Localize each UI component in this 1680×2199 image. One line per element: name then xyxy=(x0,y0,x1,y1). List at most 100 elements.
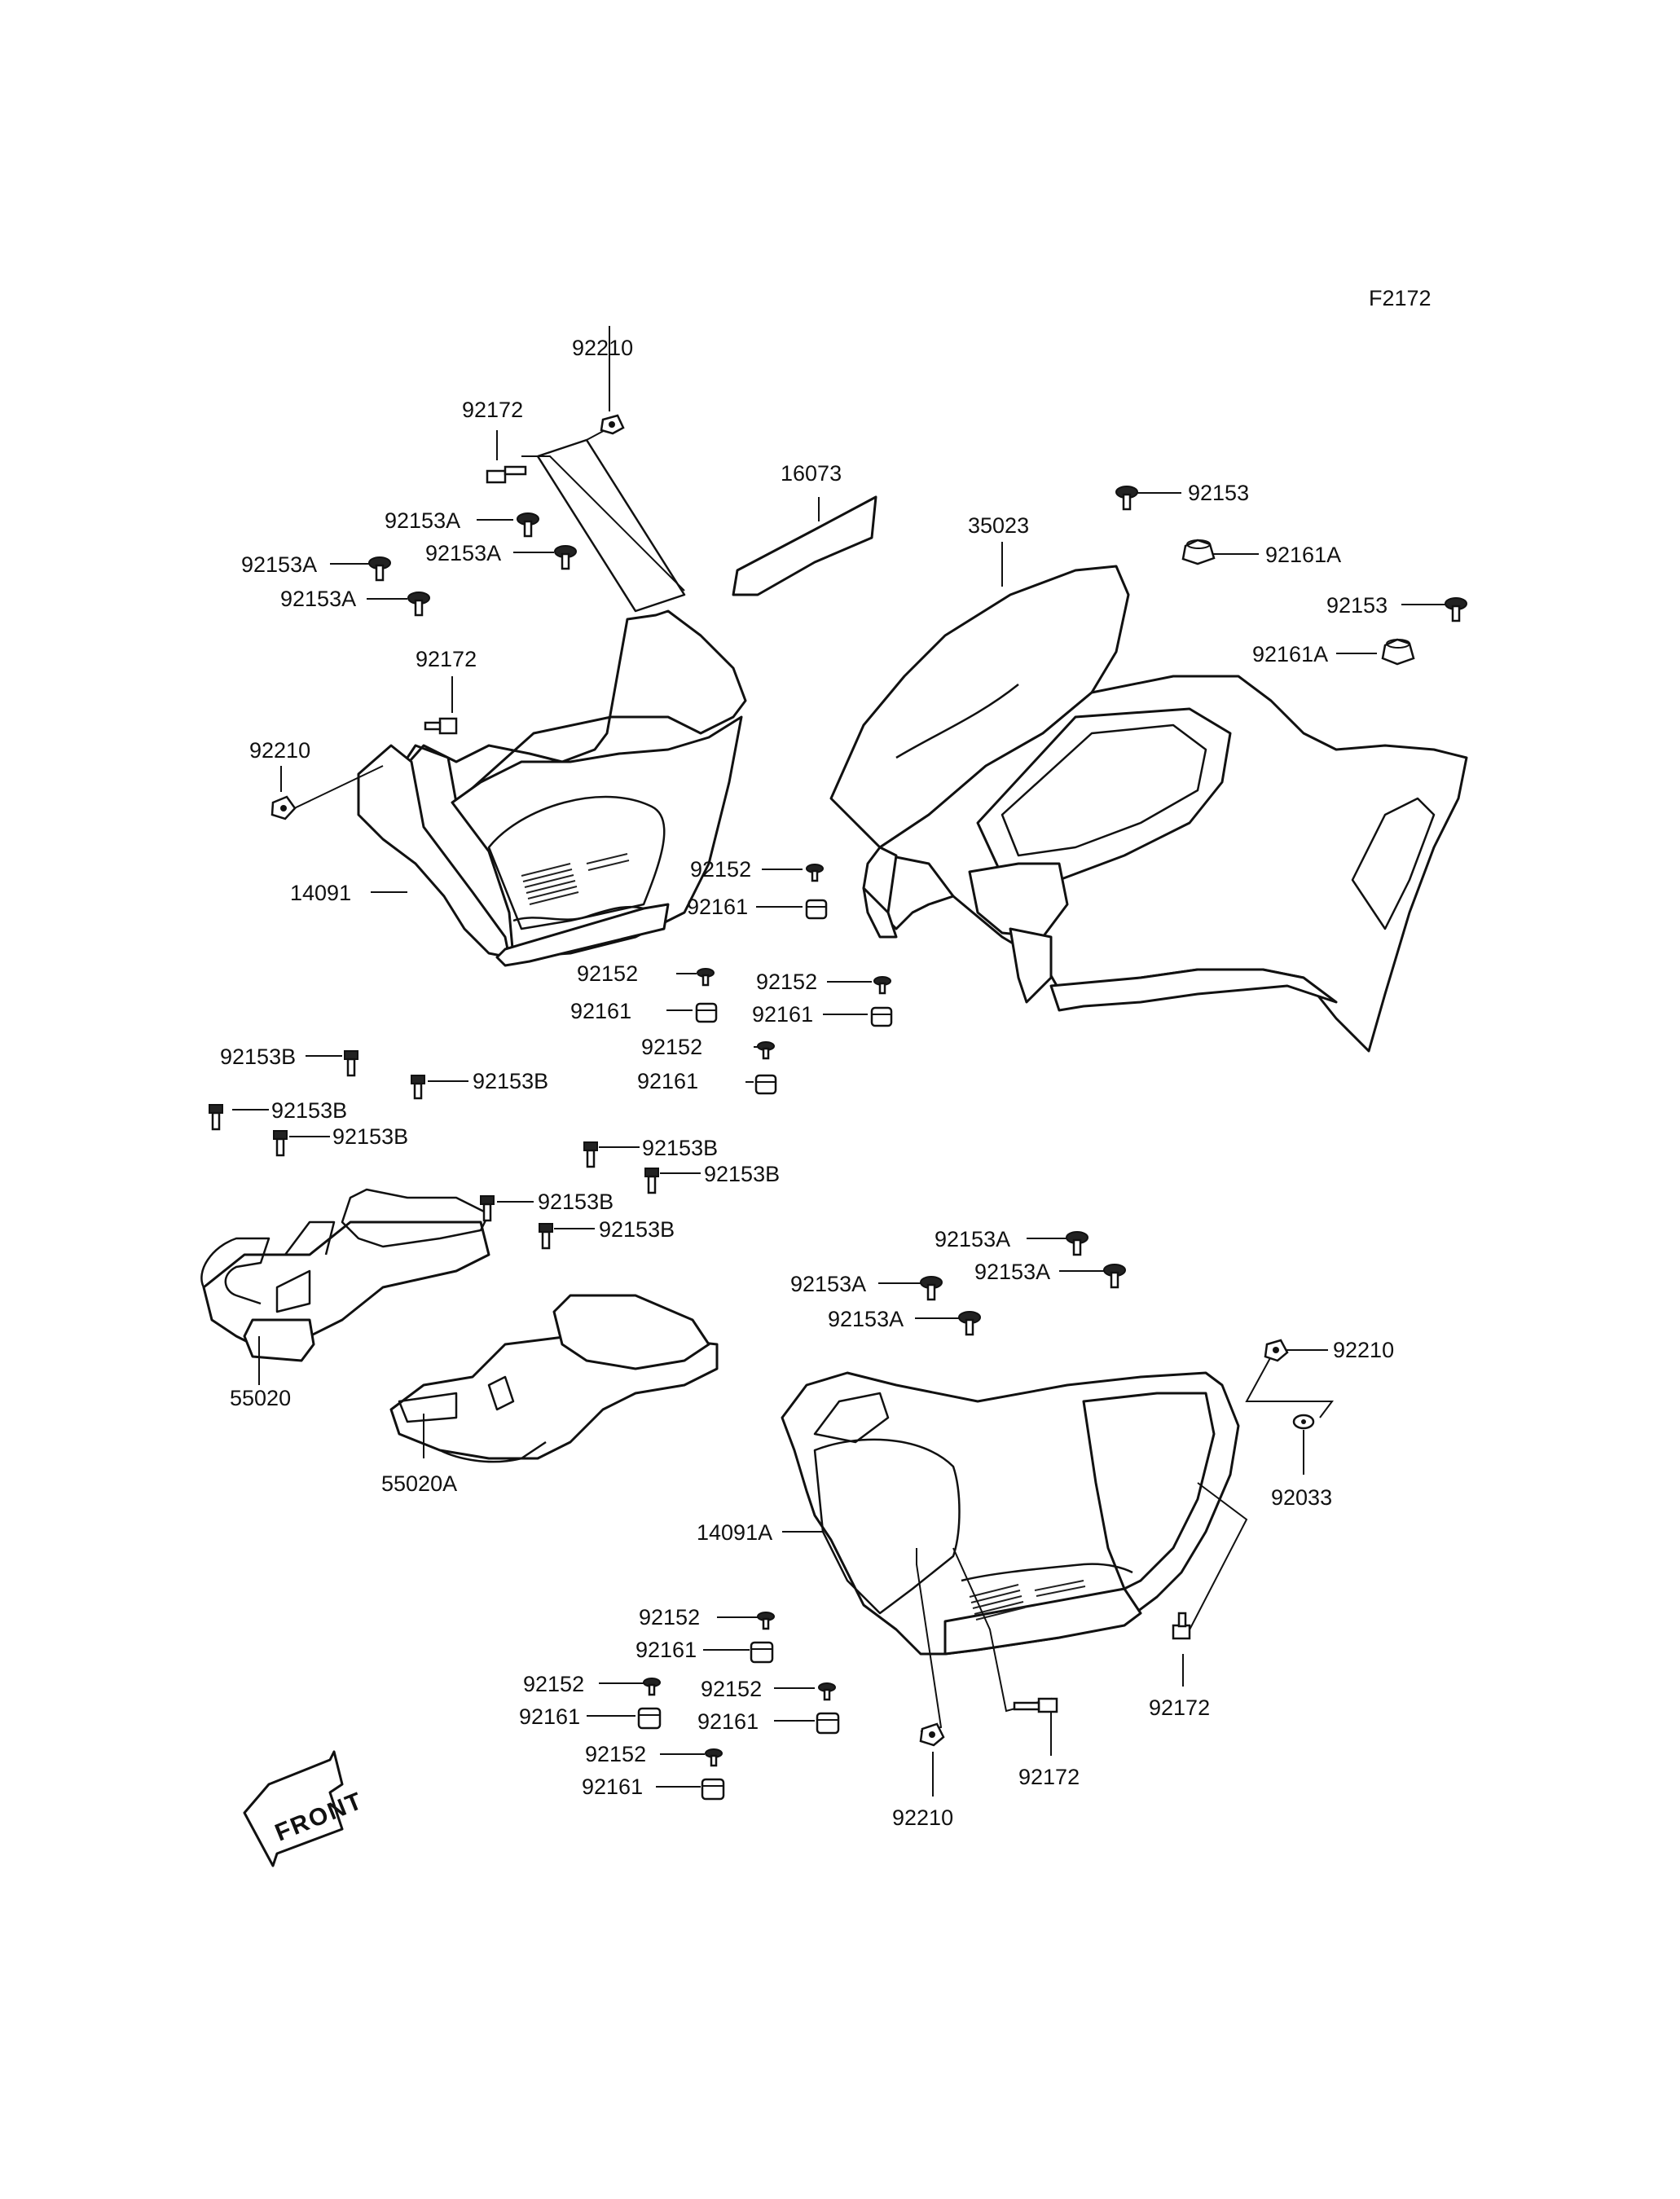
bolt-icon xyxy=(411,1075,425,1100)
part-label: 92153B xyxy=(332,1124,408,1149)
part-label: 92152 xyxy=(701,1677,762,1701)
part-label: 92152 xyxy=(639,1605,700,1629)
bolt-icon xyxy=(209,1104,223,1131)
grommet-icon xyxy=(805,899,828,920)
part-label: 92153A xyxy=(935,1227,1010,1251)
grommet-icon xyxy=(870,1006,893,1027)
part-label: 92153B xyxy=(220,1045,296,1069)
small-screw-icon xyxy=(873,976,891,995)
clip-nut-icon xyxy=(270,795,297,820)
part-label: 92152 xyxy=(523,1672,584,1696)
part-label: 92161 xyxy=(637,1069,698,1093)
footrest-55020 xyxy=(200,1188,490,1362)
part-label: 92161 xyxy=(752,1002,813,1027)
cap-nut-icon xyxy=(1381,638,1415,666)
part-label: 92153A xyxy=(790,1272,866,1296)
grommet-icon xyxy=(754,1074,777,1095)
small-screw-icon xyxy=(697,968,715,987)
clip-nut-icon xyxy=(919,1722,945,1747)
cap-nut-icon xyxy=(1181,539,1216,565)
front-fender-14091 xyxy=(357,609,747,967)
bolt-icon xyxy=(1013,1697,1058,1713)
part-label: 92152 xyxy=(585,1742,646,1766)
screw-icon xyxy=(554,545,577,570)
grommet-icon xyxy=(637,1707,662,1730)
hardware-icons xyxy=(209,414,1467,1801)
part-label: 92152 xyxy=(577,961,638,986)
part-label: 92172 xyxy=(1149,1695,1210,1720)
part-label: 92153B xyxy=(271,1098,347,1123)
part-label: 92152 xyxy=(690,857,751,882)
washer-icon xyxy=(1292,1414,1315,1430)
part-label: 92152 xyxy=(756,970,817,994)
part-label: 14091A xyxy=(697,1520,772,1545)
bolt-icon xyxy=(583,1141,598,1168)
bolt-icon xyxy=(1172,1612,1191,1640)
screw-icon xyxy=(407,592,430,617)
part-label: 92210 xyxy=(892,1805,953,1830)
part-label: 55020 xyxy=(230,1386,291,1410)
part-label: 92153 xyxy=(1188,481,1249,505)
screw-icon xyxy=(920,1276,943,1301)
screw-icon xyxy=(1103,1264,1126,1289)
part-label: 92210 xyxy=(249,738,310,763)
grommet-icon xyxy=(816,1712,840,1735)
screw-icon xyxy=(368,556,391,582)
part-label: 92152 xyxy=(641,1035,702,1059)
part-label: 92033 xyxy=(1271,1485,1332,1510)
screw-icon xyxy=(1115,486,1138,511)
bolt-icon xyxy=(424,717,458,735)
part-label: 92153A xyxy=(974,1260,1050,1284)
part-label: 16073 xyxy=(781,461,842,486)
grommet-icon xyxy=(695,1002,718,1023)
grommet-icon xyxy=(750,1641,774,1664)
part-label: 92153B xyxy=(704,1162,780,1186)
part-label: 92153B xyxy=(473,1069,548,1093)
part-label: 92161A xyxy=(1265,543,1341,567)
part-label: 92161 xyxy=(582,1775,643,1799)
part-label: 92153A xyxy=(241,552,317,577)
part-label: 92161 xyxy=(635,1638,697,1662)
part-label: 92153A xyxy=(280,587,356,611)
part-labels: 92210 92172 92153A 92153A 92153A 92153A … xyxy=(220,336,1394,1830)
bolt-icon xyxy=(480,1195,495,1222)
clip-nut-icon xyxy=(600,414,625,435)
part-label: 92153B xyxy=(538,1190,614,1214)
part-label: 92172 xyxy=(416,647,477,671)
part-label: 92153B xyxy=(599,1217,675,1242)
part-label: 92153A xyxy=(425,541,501,565)
small-screw-icon xyxy=(806,864,824,882)
small-screw-icon xyxy=(757,1612,775,1630)
part-label: 92172 xyxy=(1018,1765,1080,1789)
part-label: 92161A xyxy=(1252,642,1328,666)
clip-nut-icon xyxy=(1264,1339,1289,1362)
part-label: 14091 xyxy=(290,881,351,905)
part-label: 92153 xyxy=(1326,593,1388,618)
part-label: 92161 xyxy=(687,895,748,919)
grommet-icon xyxy=(701,1778,725,1801)
small-screw-icon xyxy=(818,1682,836,1701)
part-label: 92153A xyxy=(385,508,460,533)
part-label: 35023 xyxy=(968,513,1029,538)
fender-flap-outline xyxy=(536,438,686,613)
bolt-icon xyxy=(486,465,527,484)
part-label: 92161 xyxy=(519,1704,580,1729)
screw-icon xyxy=(1445,597,1467,622)
part-label: 92161 xyxy=(697,1709,759,1734)
front-direction-arrow: FRONT xyxy=(243,1750,367,1867)
rear-fender-35023 xyxy=(829,565,1468,1053)
screw-icon xyxy=(958,1311,981,1336)
front-fender-14091A xyxy=(781,1371,1240,1656)
bolt-icon xyxy=(273,1130,288,1157)
part-label: 92153A xyxy=(828,1307,904,1331)
small-screw-icon xyxy=(757,1041,775,1060)
bolt-icon xyxy=(344,1050,358,1077)
part-label: 92210 xyxy=(1333,1338,1394,1362)
screw-icon xyxy=(1066,1231,1088,1256)
part-label: 92153B xyxy=(642,1136,718,1160)
small-screw-icon xyxy=(643,1678,661,1696)
diagram-code: F2172 xyxy=(1369,286,1432,310)
screw-icon xyxy=(517,512,539,538)
